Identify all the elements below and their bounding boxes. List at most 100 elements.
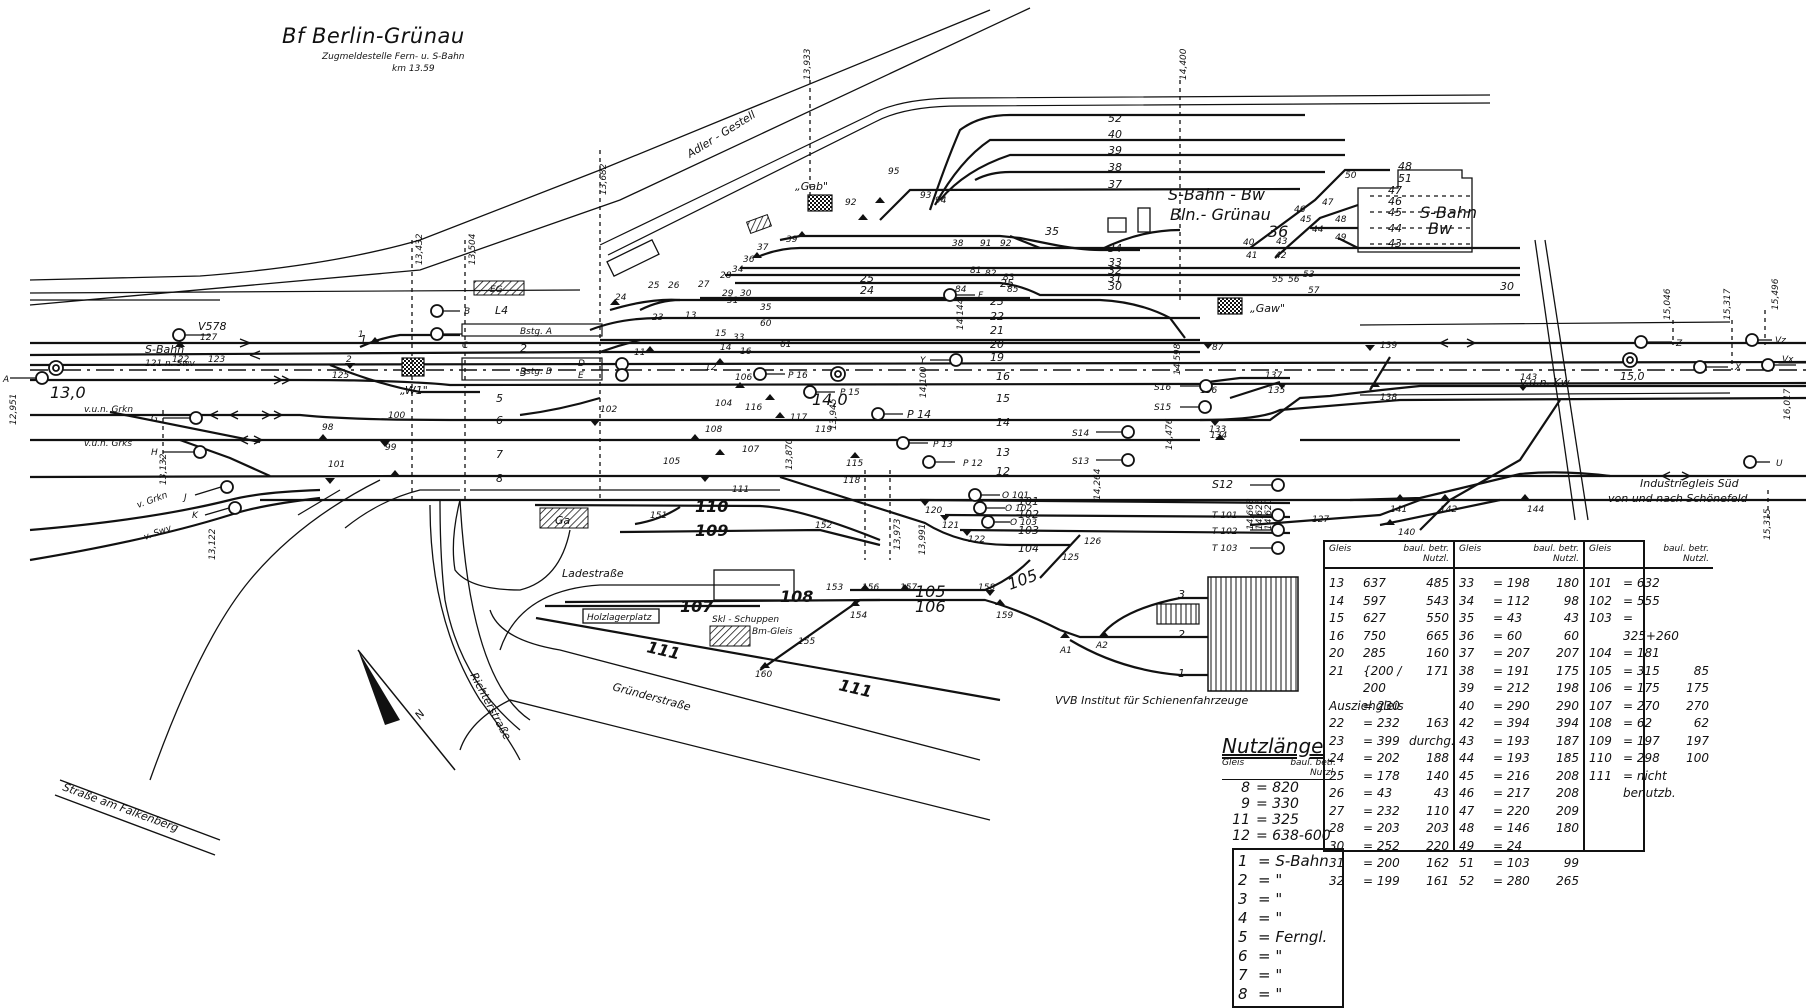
signal-S14[interactable]: S14	[1072, 425, 1135, 439]
header-nutzl: Nutzl.	[1682, 554, 1709, 564]
switch-142: 142	[1440, 505, 1457, 515]
svg-text:Z: Z	[1675, 339, 1683, 349]
track-label-36: 36	[1268, 222, 1288, 241]
signal-O102[interactable]: O 102	[973, 501, 1032, 515]
signal-T103[interactable]: T 103	[1212, 541, 1285, 555]
row-baul: = 290	[1493, 698, 1530, 713]
table-row: 103= 325+260	[1589, 610, 1709, 645]
switch-102: 102	[600, 405, 617, 415]
building-small-2	[1137, 207, 1151, 233]
building-gab	[807, 194, 833, 212]
signal-F[interactable]: F	[943, 288, 984, 302]
row-betr: 98	[1563, 593, 1579, 608]
signal-J[interactable]: J	[182, 480, 234, 503]
row-baul: = 202	[1363, 751, 1400, 765]
switch-33: 33	[733, 333, 745, 343]
signal-S13[interactable]: S13	[1072, 453, 1135, 467]
label-industriegleis-dest: von und nach Schönefeld	[1608, 492, 1749, 505]
hall-track-43: 43	[1388, 237, 1402, 250]
signal-C[interactable]: C	[430, 327, 469, 351]
track-label-1: 1	[360, 333, 367, 346]
nutz-header-gleis: Gleis	[1222, 758, 1245, 768]
signal-P14[interactable]: P 14	[871, 407, 931, 421]
signal-P13[interactable]: P 13	[896, 436, 953, 450]
row-baul: = 555	[1623, 593, 1660, 608]
track-label-19: 19	[990, 351, 1004, 364]
signal-S16[interactable]: S16	[1154, 379, 1213, 393]
switch-118: 118	[843, 476, 860, 486]
row-betr: 43	[1433, 786, 1449, 800]
signal-T102[interactable]: T 102	[1212, 523, 1285, 537]
row-gleis: 24	[1329, 751, 1345, 765]
row-baul: = 193	[1493, 733, 1530, 748]
signal-Vx[interactable]: Vx	[1761, 355, 1796, 372]
signal-U[interactable]: U	[1743, 455, 1783, 469]
milepost-14-0: 14,0	[812, 390, 848, 409]
km-13132: 13,132	[159, 453, 169, 485]
track-label-30: 30	[1108, 280, 1122, 293]
track-label-103: 103	[1018, 524, 1039, 537]
switch-106: 106	[735, 373, 752, 383]
switch-26: 26	[668, 281, 680, 291]
nutzlaenge-title: Nutzlänge	[1222, 734, 1324, 758]
signal-Z[interactable]: Z	[1634, 335, 1683, 349]
signal-T101[interactable]: T 101	[1212, 508, 1285, 522]
track-type-value: = "	[1258, 871, 1283, 889]
signal-V578[interactable]: 127	[172, 328, 217, 343]
row-baul: = 230	[1363, 698, 1400, 713]
switch-107: 107	[742, 445, 759, 455]
track-label-13: 13	[996, 446, 1010, 459]
km-13870: 13,870	[785, 438, 795, 470]
track-type-row: 5= Ferngl.	[1238, 928, 1338, 947]
row-gleis: 52	[1459, 873, 1475, 888]
row-gleis: 40	[1459, 698, 1475, 713]
signal-P16[interactable]: P 16	[753, 367, 808, 381]
table-row: 104= 181	[1589, 645, 1709, 663]
row-betr: 100	[1686, 751, 1709, 765]
km-13945: 13,945	[829, 398, 839, 430]
line-label-n-swv: 121 n. Swv	[145, 359, 196, 369]
row-baul: = nicht benutzb.	[1623, 768, 1676, 801]
row-gleis: 48	[1459, 821, 1475, 835]
row-baul: 597	[1363, 593, 1386, 608]
signal-S15[interactable]: S15	[1154, 400, 1212, 414]
signal-G[interactable]: G	[151, 411, 203, 425]
signal-H[interactable]: H	[151, 445, 207, 459]
switch-57: 57	[1308, 286, 1320, 296]
switch-50: 50	[1345, 171, 1357, 181]
track-label-6: 6	[496, 414, 503, 427]
signal-P12[interactable]: P 12	[922, 455, 983, 469]
signal-D[interactable]: D	[578, 357, 629, 371]
signal-Vz[interactable]: Vz	[1745, 333, 1786, 347]
signal-A[interactable]: A	[2, 371, 49, 385]
track-label-40: 40	[1108, 128, 1122, 141]
track-type-gleis: 6	[1238, 947, 1248, 965]
svg-text:T 103: T 103	[1212, 544, 1238, 554]
km-posts: 13,432 13,504 13,682 13,933 14,400 12,95…	[9, 48, 1793, 560]
signal-Y[interactable]: Y	[920, 353, 963, 367]
signal-P15[interactable]: P 15	[803, 385, 860, 399]
signal-K[interactable]: K	[192, 501, 242, 521]
signal-E[interactable]: E	[578, 368, 629, 382]
svg-text:O 103: O 103	[1010, 518, 1037, 528]
signal-X[interactable]: X	[1693, 360, 1742, 374]
switch-140: 140	[1398, 528, 1415, 538]
switch-133: 133	[1209, 425, 1226, 435]
switch-14: 14	[720, 343, 732, 353]
km-15317: 15,317	[1723, 288, 1733, 320]
road-label-gruenderstrasse: Gründerstraße	[611, 680, 692, 713]
switch-108: 108	[705, 425, 722, 435]
row-baul: = 203	[1363, 821, 1400, 835]
track-label-25: 25	[1000, 277, 1014, 290]
switch-92: 92	[845, 198, 857, 208]
row-baul: 285	[1363, 646, 1386, 660]
signal-O103[interactable]: O 103	[981, 515, 1037, 529]
label-skl-schuppen: Skl - Schuppen	[712, 615, 779, 625]
signal-B[interactable]: B	[430, 304, 470, 318]
signal-O101[interactable]: O 101	[968, 488, 1029, 502]
signal-S12[interactable]: S12	[1212, 478, 1285, 492]
switch-56: 56	[1288, 275, 1300, 285]
